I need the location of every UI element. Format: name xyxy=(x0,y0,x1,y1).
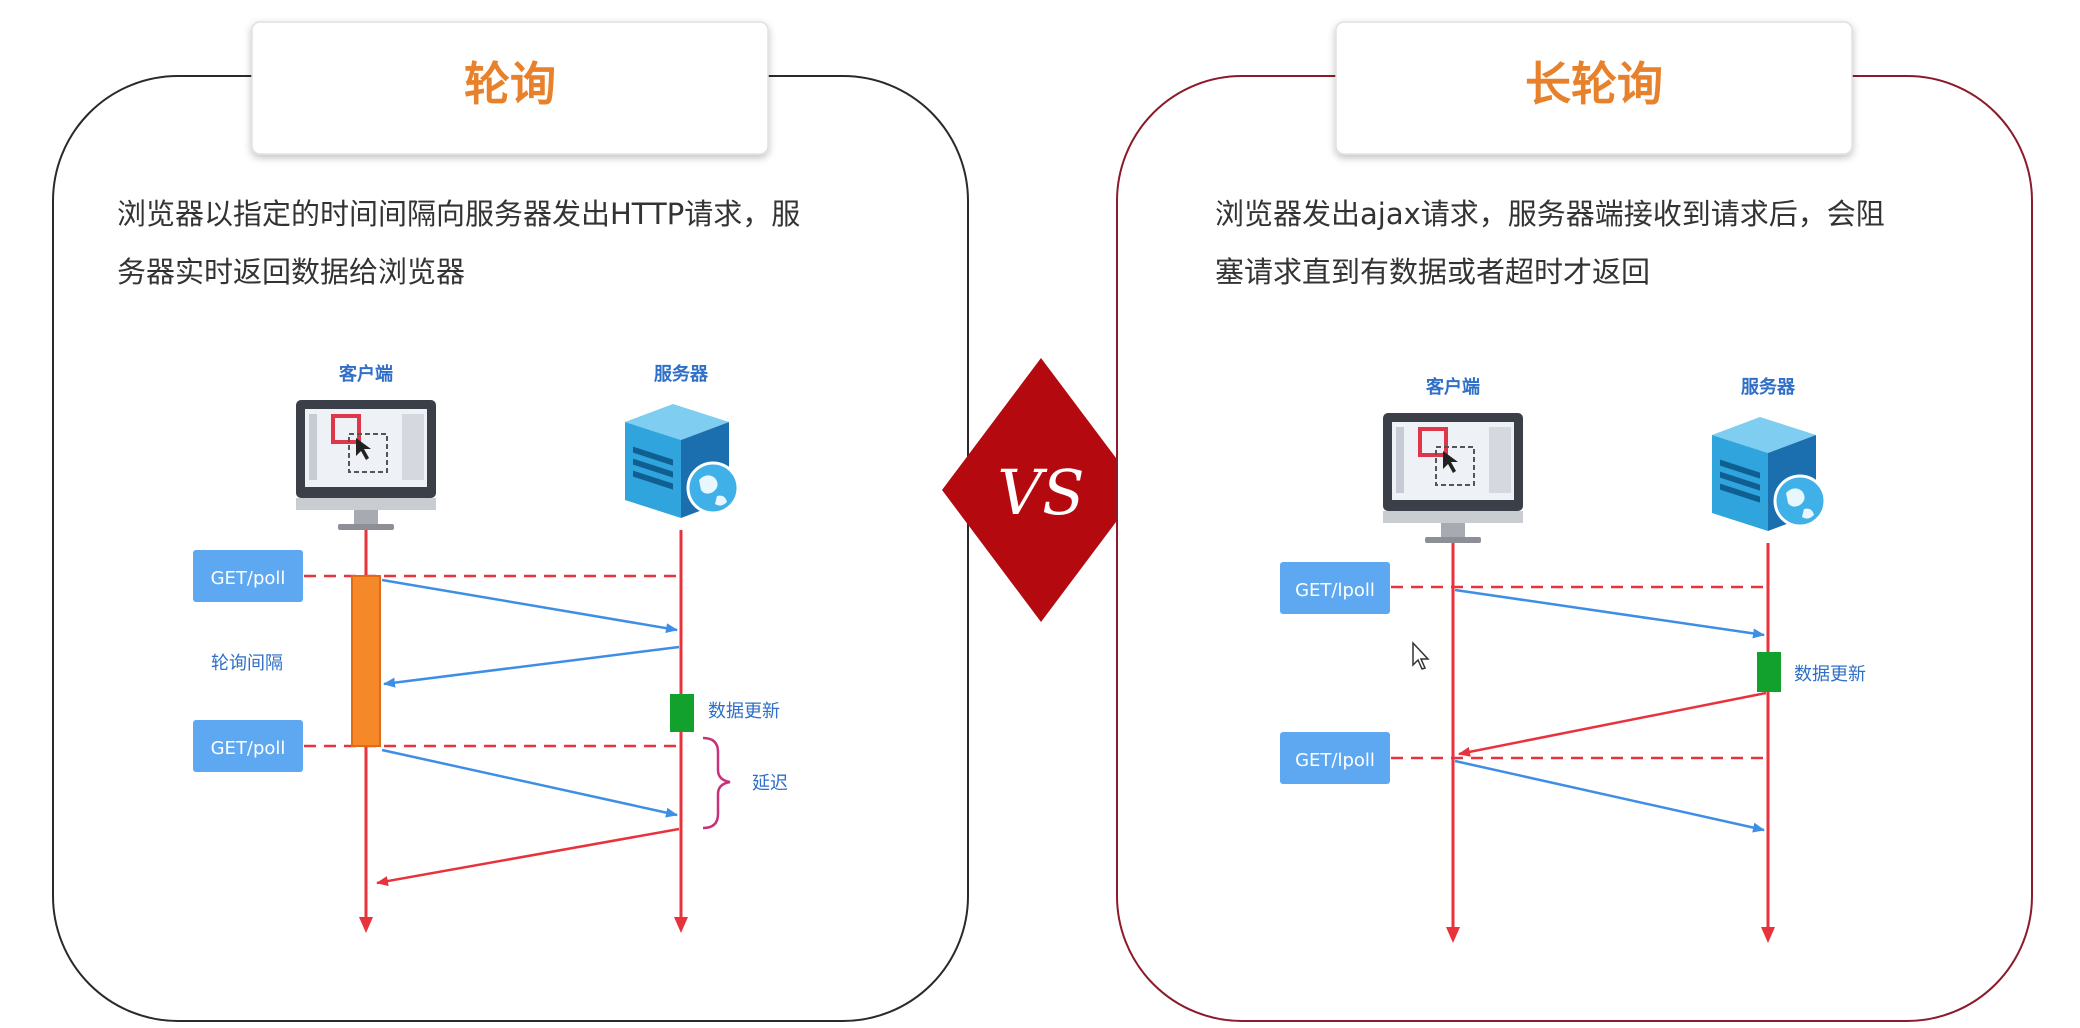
polling-client-label: 客户端 xyxy=(339,363,393,385)
mouse-cursor-icon xyxy=(1412,641,1430,670)
polling-title: 轮询 xyxy=(464,57,556,111)
polling-description-line2: 务器实时返回数据给浏览器 xyxy=(117,255,465,289)
long-polling-request2-label: GET/lpoll xyxy=(1295,750,1375,771)
server-icon xyxy=(625,404,740,518)
long-polling-title: 长轮询 xyxy=(1525,57,1663,111)
long-polling-request2-arrow xyxy=(1454,759,1765,833)
polling-interval-label: 轮询间隔 xyxy=(211,653,283,674)
long-polling-description-line2: 塞请求直到有数据或者超时才返回 xyxy=(1215,255,1650,289)
long-polling-description-line1: 浏览器发出ajax请求，服务器端接收到请求后，会阻 xyxy=(1215,197,1885,231)
vs-badge: VS xyxy=(942,358,1140,622)
server-icon xyxy=(1712,417,1827,531)
long-polling-data-update-label: 数据更新 xyxy=(1794,664,1866,685)
polling-request2-box xyxy=(193,720,303,772)
long-polling-panel: 长轮询 浏览器发出ajax请求，服务器端接收到请求后，会阻 塞请求直到有数据或者… xyxy=(1116,21,2033,1022)
vs-diamond xyxy=(942,358,1140,622)
polling-delay-brace xyxy=(702,736,731,830)
polling-server-label: 服务器 xyxy=(654,363,709,385)
polling-panel: 轮询 浏览器以指定的时间间隔向服务器发出HTTP请求，服 务器实时返回数据给浏览… xyxy=(52,21,969,1022)
vs-label: VS xyxy=(997,456,1084,529)
polling-response2-arrow xyxy=(376,827,680,886)
long-polling-client-label: 客户端 xyxy=(1426,376,1480,398)
polling-request1-arrow xyxy=(381,578,678,634)
client-computer-icon xyxy=(296,400,436,530)
long-polling-title-box xyxy=(1335,21,1853,155)
long-polling-data-update-block xyxy=(1757,652,1781,692)
long-polling-request1-box xyxy=(1280,562,1390,614)
polling-delay-label: 延迟 xyxy=(752,773,788,794)
polling-description-line1: 浏览器以指定的时间间隔向服务器发出HTTP请求，服 xyxy=(117,197,800,231)
long-polling-request1-arrow xyxy=(1454,588,1765,639)
polling-response1-arrow xyxy=(383,645,680,688)
polling-request1-label: GET/poll xyxy=(211,568,286,589)
polling-data-update-block xyxy=(670,694,694,732)
long-polling-request1-label: GET/lpoll xyxy=(1295,580,1375,601)
polling-request2-arrow xyxy=(381,748,678,818)
long-polling-server-label: 服务器 xyxy=(1741,376,1796,398)
long-polling-response-arrow xyxy=(1458,691,1767,757)
polling-request2-label: GET/poll xyxy=(211,738,286,759)
client-computer-icon xyxy=(1383,413,1523,543)
polling-title-box xyxy=(251,21,769,155)
polling-data-update-label: 数据更新 xyxy=(708,701,780,722)
polling-interval-bar xyxy=(351,575,381,747)
polling-request1-box xyxy=(193,550,303,602)
long-polling-request2-box xyxy=(1280,732,1390,784)
